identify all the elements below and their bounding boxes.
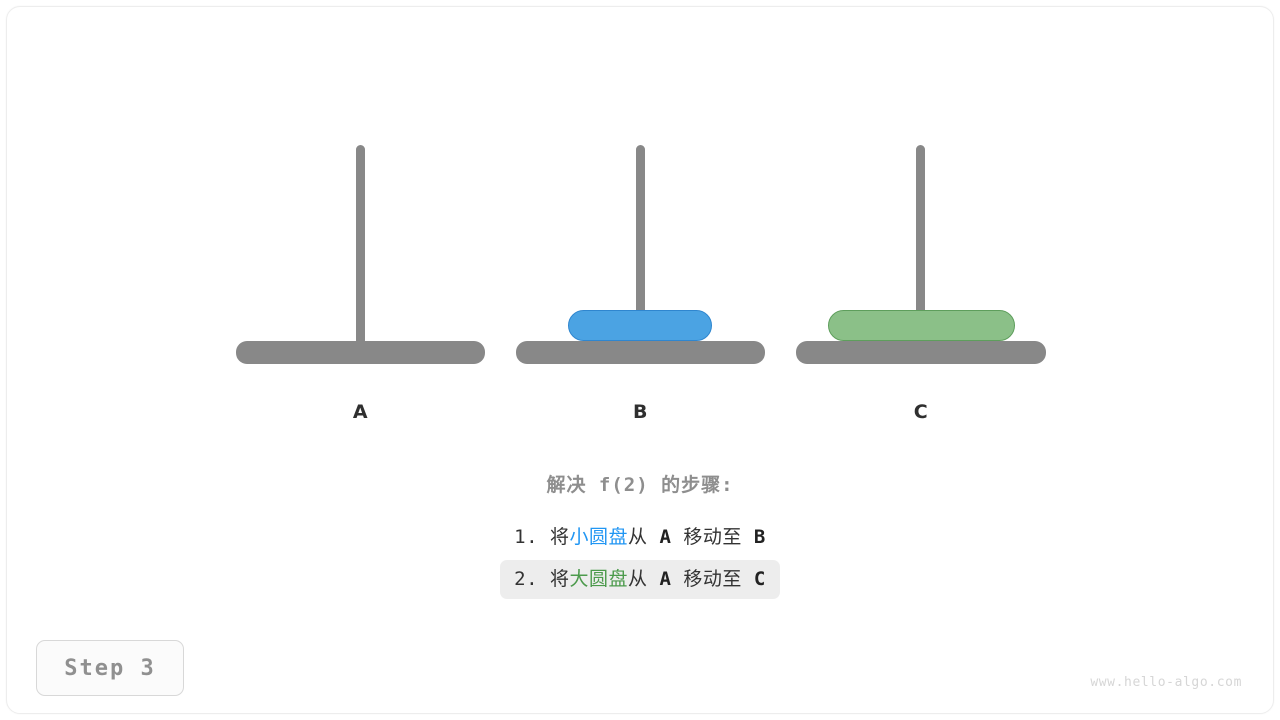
step-2-verb: 将 (550, 567, 570, 590)
peg-c-rod (916, 145, 925, 345)
disk-large (828, 310, 1015, 341)
step-1-move-word: 移动至 (683, 526, 742, 548)
step-2-from-word: 从 (628, 567, 648, 590)
step-item-2: 2. 将大圆盘从 A 移动至 C (500, 559, 780, 600)
step-item-1: 1. 将小圆盘从 A 移动至 B (500, 518, 780, 558)
step-1-disk: 小圆盘 (569, 526, 629, 548)
peg-a-base (236, 341, 485, 364)
step-2-move-word: 移动至 (683, 567, 742, 590)
step-1-to-peg: B (753, 526, 766, 548)
step-2-disk: 大圆盘 (569, 567, 629, 590)
peg-b-rod (636, 145, 645, 345)
step-2-to-peg: C (753, 567, 766, 590)
peg-b-label: B (633, 401, 648, 423)
peg-c-label: C (913, 401, 929, 423)
step-1-verb: 将 (550, 526, 570, 548)
step-1-from-word: 从 (628, 526, 648, 548)
watermark: www.hello-algo.com (1090, 675, 1242, 690)
step-1-index: 1. (514, 526, 539, 548)
caption-title: 解决 f(2) 的步骤: (546, 474, 734, 496)
step-badge: Step 3 (36, 640, 184, 696)
step-1-from-peg: A (659, 526, 672, 548)
peg-a-rod (356, 145, 365, 345)
peg-a-label: A (352, 401, 369, 423)
peg-b-base (516, 341, 765, 364)
step-list: 1. 将小圆盘从 A 移动至 B 2. 将大圆盘从 A 移动至 C (500, 518, 780, 601)
step-2-from-peg: A (659, 567, 672, 590)
disk-small (568, 310, 712, 341)
peg-c-base (796, 341, 1046, 364)
caption-area: 解决 f(2) 的步骤: 1. 将小圆盘从 A 移动至 B 2. 将大圆盘从 A… (0, 470, 1280, 601)
step-2-index: 2. (514, 567, 539, 590)
